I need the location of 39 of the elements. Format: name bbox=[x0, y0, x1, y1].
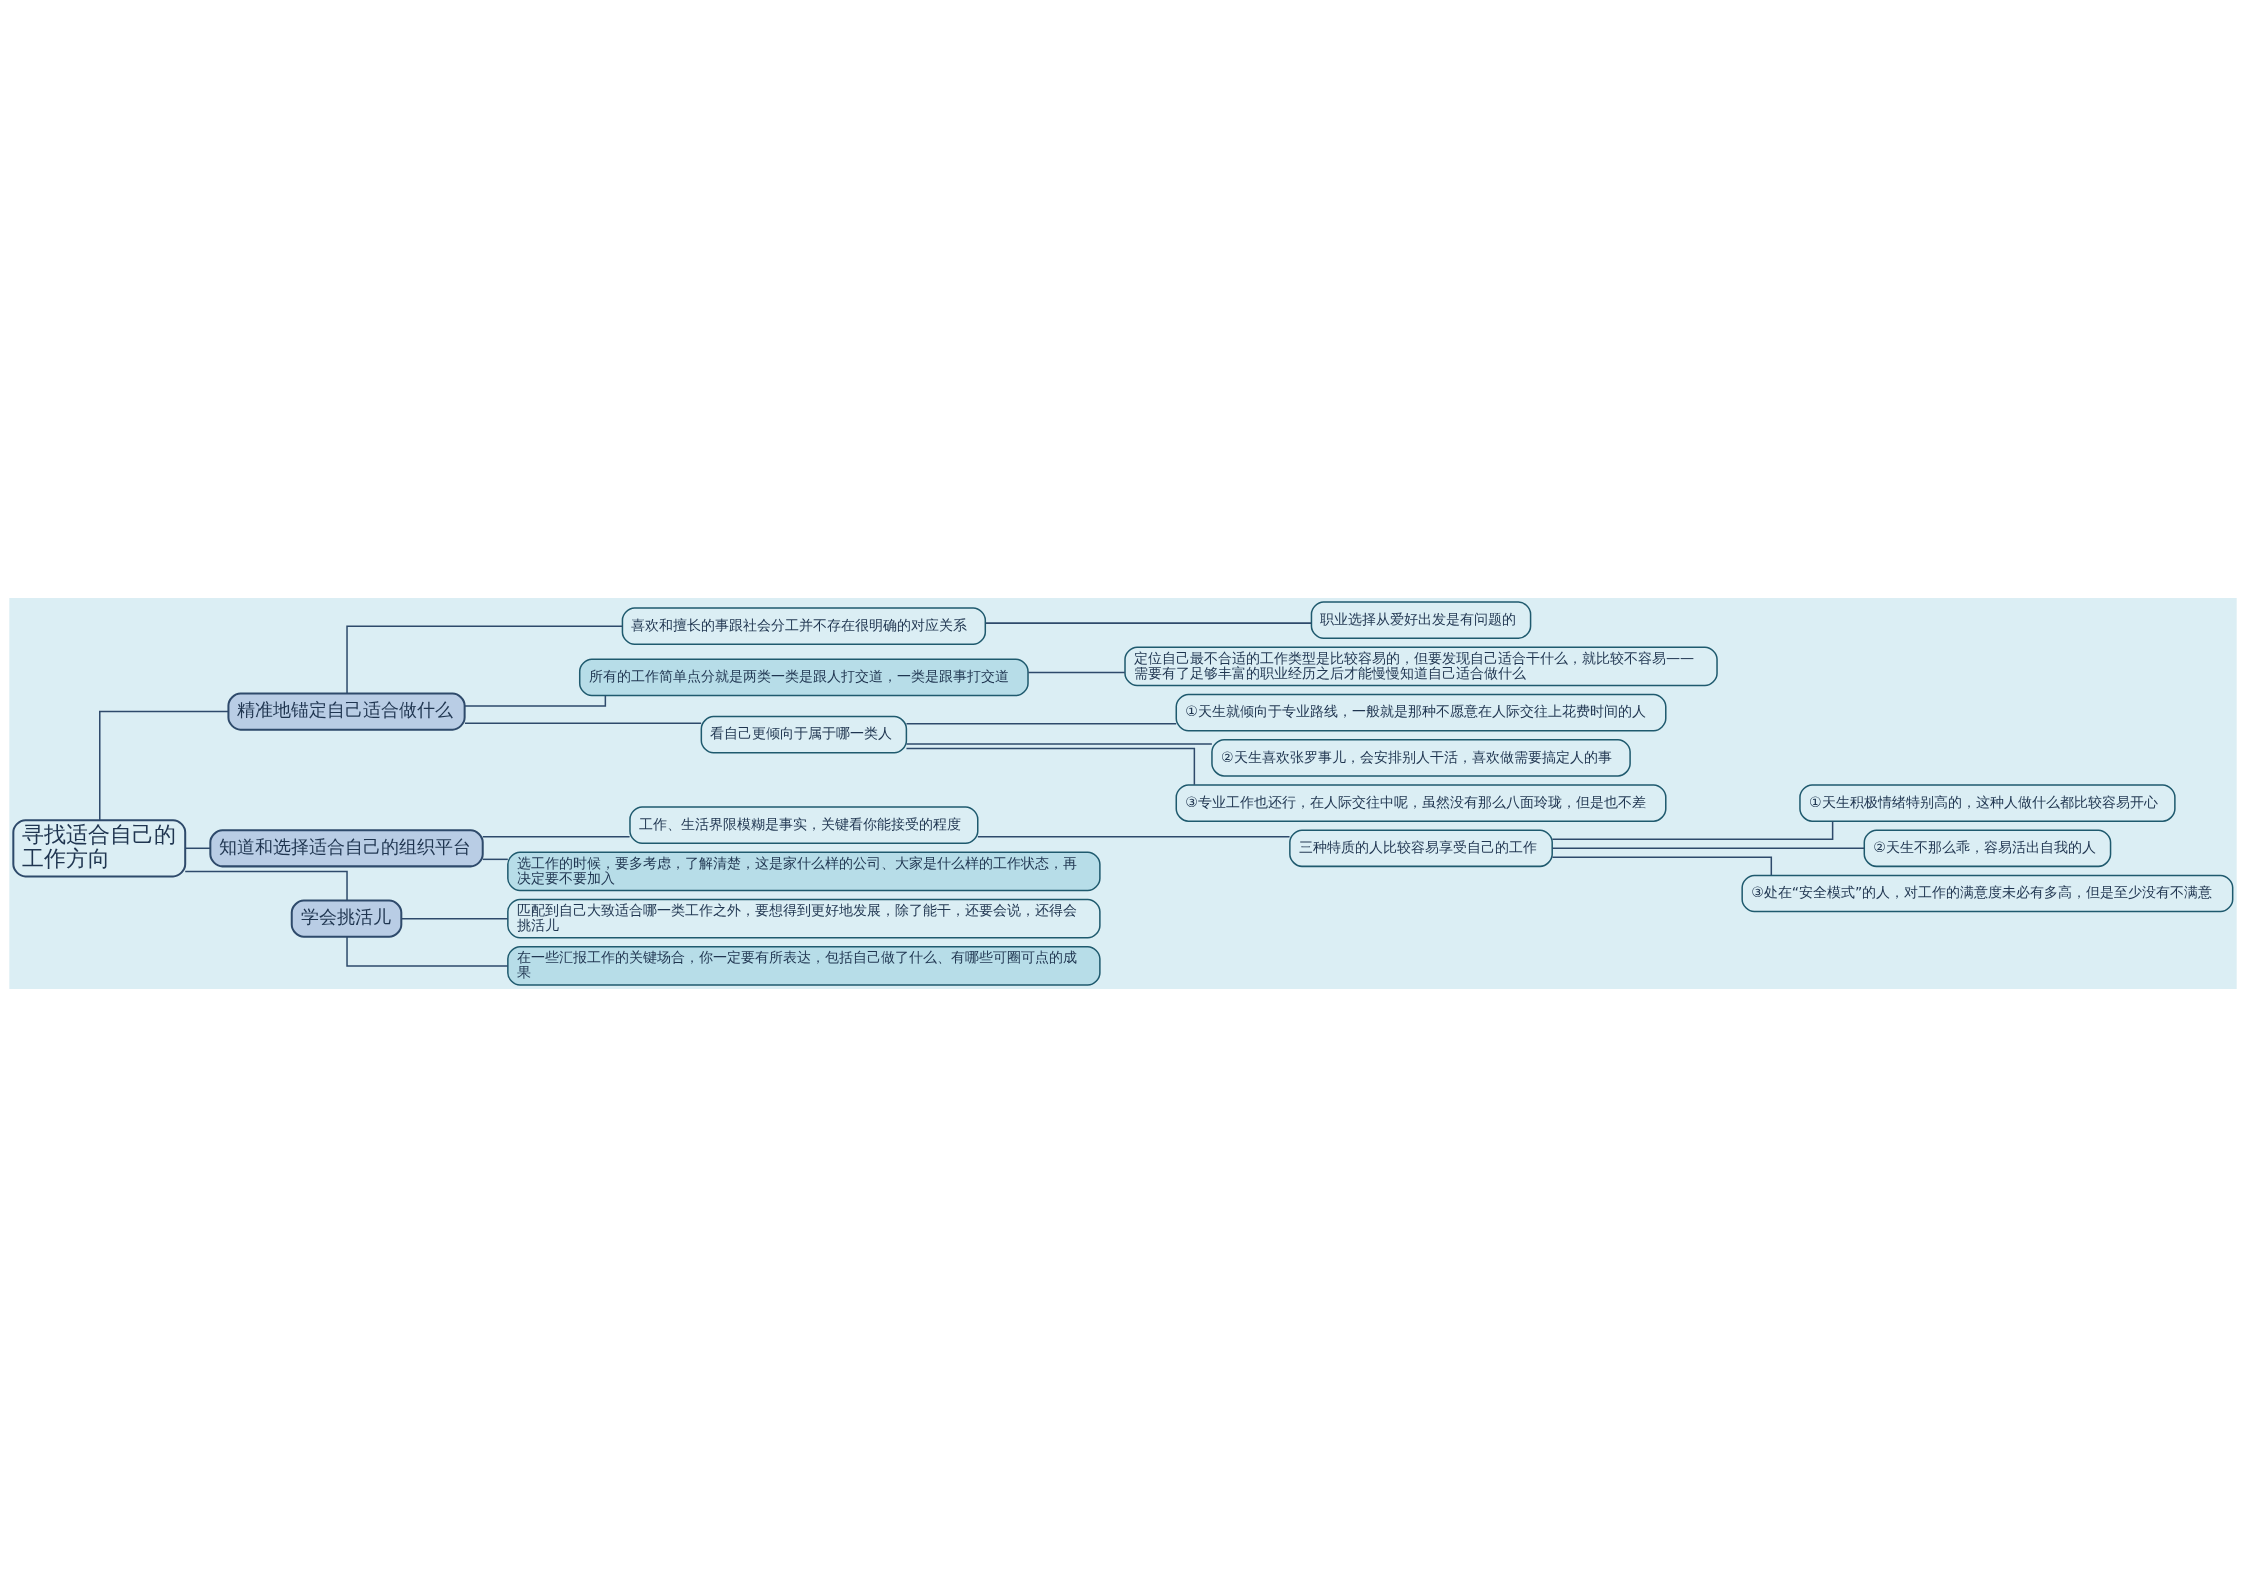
node-box: 定位自己最不合适的工作类型是比较容易的，但要发现自己适合干什么，就比较不容易——需要有了足够丰富的职业经历之后才能慢慢知道自己适合做什么 bbox=[1124, 646, 1718, 687]
connector bbox=[1551, 820, 1834, 840]
connector bbox=[482, 858, 509, 861]
connector bbox=[905, 743, 1213, 745]
node-box: 喜欢和擅长的事跟社会分工并不存在很明确的对应关系 bbox=[621, 607, 987, 645]
node-box: ①天生就倾向于专业路线，一般就是那种不愿意在人际交往上花费时间的人 bbox=[1175, 693, 1667, 732]
connector bbox=[464, 694, 607, 707]
connector bbox=[905, 722, 1177, 725]
node-box: 知道和选择适合自己的组织平台 bbox=[209, 829, 484, 868]
connector bbox=[984, 622, 1312, 624]
node-box: ①天生积极情绪特别高的，这种人做什么都比较容易开心 bbox=[1799, 784, 2176, 822]
connector bbox=[184, 870, 348, 902]
connector bbox=[346, 625, 624, 695]
node-box: 精准地锚定自己适合做什么 bbox=[227, 692, 466, 731]
connector bbox=[184, 847, 211, 850]
connector bbox=[977, 835, 1291, 838]
node-box: 三种特质的人比较容易享受自己的工作 bbox=[1289, 829, 1553, 868]
node-box: 职业选择从爱好出发是有问题的 bbox=[1310, 601, 1532, 639]
connector bbox=[1027, 671, 1126, 674]
connector bbox=[1551, 847, 1865, 850]
connector bbox=[346, 936, 509, 967]
node-box: 在一些汇报工作的关键场合，你一定要有所表达，包括自己做了什么、有哪些可圈可点的成果 bbox=[507, 946, 1101, 986]
connector bbox=[400, 917, 509, 920]
connector bbox=[464, 722, 702, 724]
node-box: 工作、生活界限模糊是事实，关键看你能接受的程度 bbox=[629, 806, 979, 844]
connector bbox=[905, 747, 1196, 786]
node-box: ③专业工作也还行，在人际交往中呢，虽然没有那么八面玲珑，但是也不差 bbox=[1175, 784, 1667, 822]
connector bbox=[1551, 856, 1773, 876]
connector bbox=[482, 835, 631, 838]
node-box: 匹配到自己大致适合哪一类工作之外，要想得到更好地发展，除了能干，还要会说，还得会挑活儿 bbox=[507, 898, 1101, 939]
node-box: ③处在“安全模式”的人，对工作的满意度未必有多高，但是至少没有不满意 bbox=[1741, 874, 2234, 913]
node-box: 选工作的时候，要多考虑，了解清楚，这是家什么样的公司、大家是什么样的工作状态，再决定要不要加入 bbox=[507, 851, 1101, 892]
node-box: ②天生喜欢张罗事儿，会安排别人干活，喜欢做需要搞定人的事 bbox=[1211, 738, 1631, 777]
node-box: 所有的工作简单点分就是两类一类是跟人打交道，一类是跟事打交道 bbox=[578, 658, 1029, 697]
node-box: 学会挑活儿 bbox=[290, 899, 403, 938]
node-box: 寻找适合自己的工作方向 bbox=[12, 819, 187, 878]
connector bbox=[99, 710, 229, 821]
node-box: ②天生不那么乖，容易活出自我的人 bbox=[1863, 829, 2112, 868]
node-box: 看自己更倾向于属于哪一类人 bbox=[700, 715, 908, 754]
